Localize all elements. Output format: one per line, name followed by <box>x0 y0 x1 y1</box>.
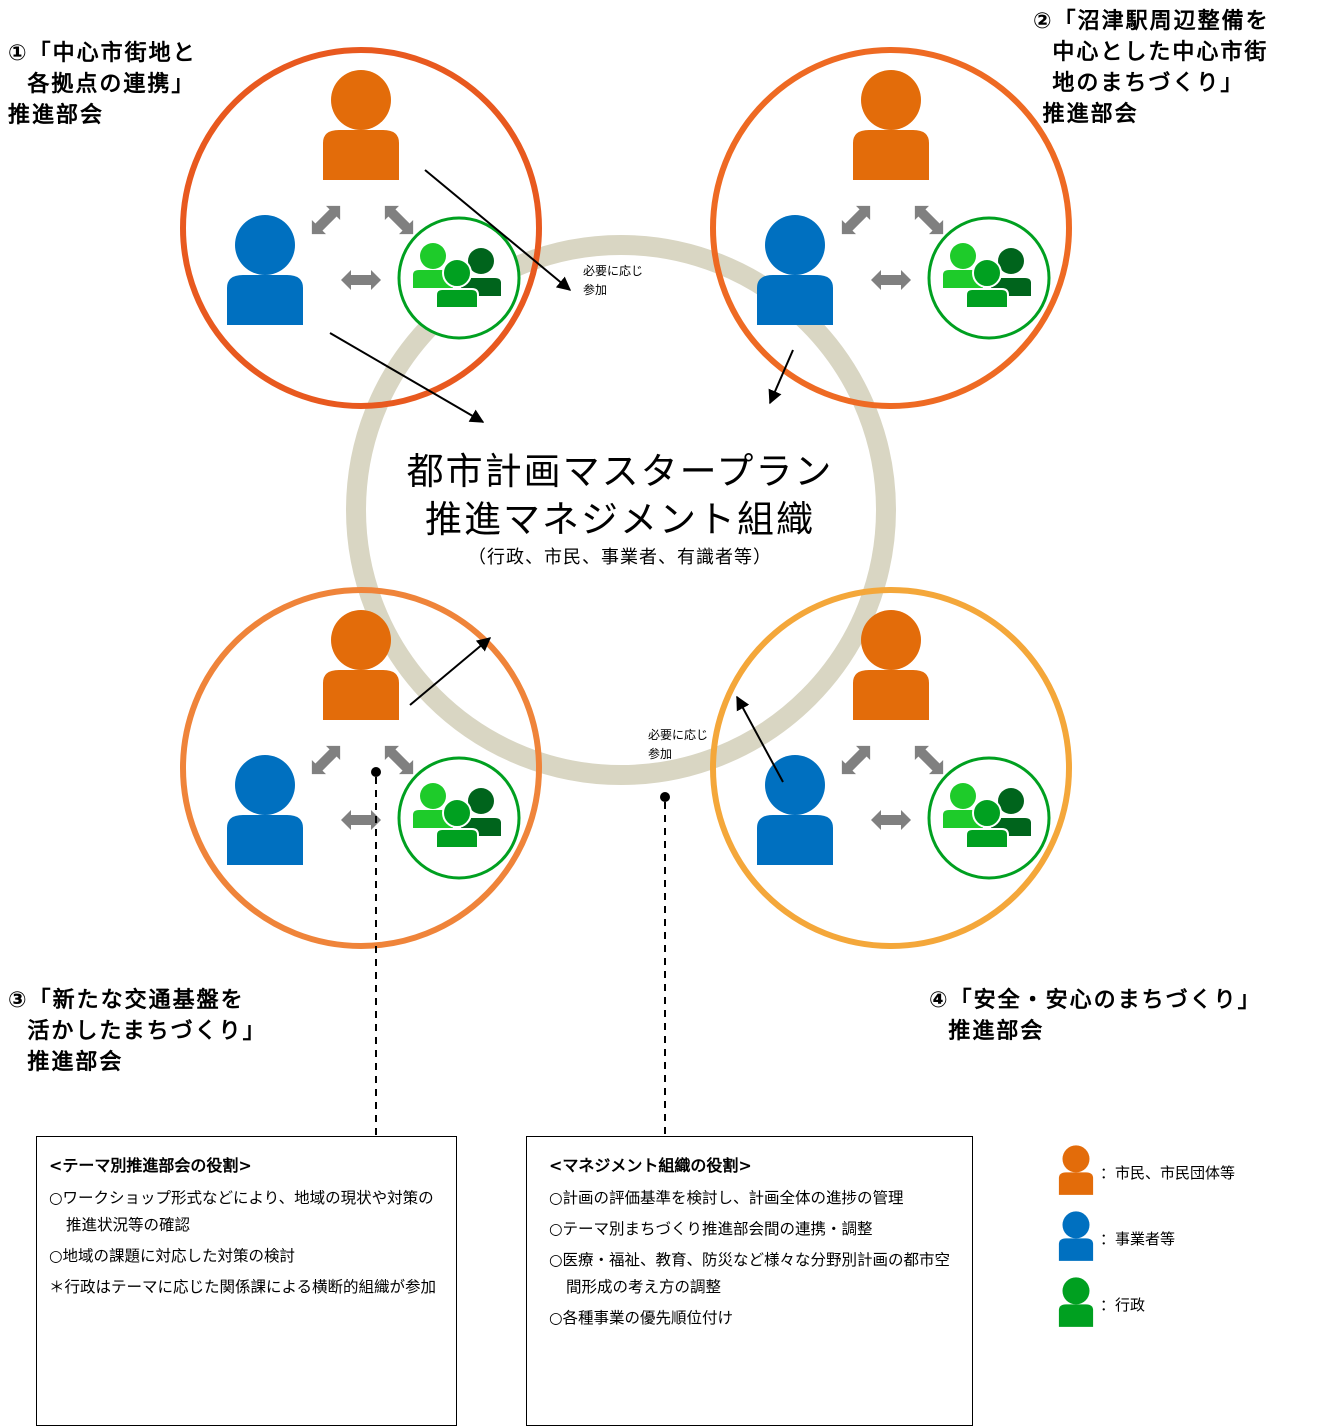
subcommittee-3-unit <box>180 587 542 949</box>
center-members: （行政、市民、事業者、有識者等） <box>468 547 772 568</box>
legend-citizen-label: ：市民、市民団体等 <box>1100 1164 1236 1182</box>
double-arrow-icon <box>914 205 944 235</box>
note-participation-top: 必要に応じ 参加 <box>583 264 644 297</box>
subcommittee-3-circle <box>180 587 542 949</box>
management-box-item: ○テーマ別まちづくり推進部会間の連携・調整 <box>549 1220 873 1238</box>
management-box-item: ○計画の評価基準を検討し、計画全体の進捗の管理 <box>549 1189 904 1207</box>
double-arrow-icon <box>311 745 341 775</box>
double-arrow-icon <box>311 205 341 235</box>
management-box-item: ○医療・福祉、教育、防災など様々な分野別計画の都市空間形成の考え方の調整 <box>549 1251 951 1296</box>
citizen-icon <box>323 70 399 180</box>
citizen-icon <box>323 610 399 720</box>
subcommittee-1-title: ①「中心市街地と 各拠点の連携」 推進部会 <box>8 41 197 128</box>
double-arrow-icon <box>871 810 911 830</box>
double-arrow-icon <box>841 745 871 775</box>
center-title-line1: 都市計画マスタープラン <box>406 450 834 493</box>
note-participation-bottom: 必要に応じ 参加 <box>648 728 709 761</box>
subcommittee-1-unit <box>180 47 542 409</box>
subcommittee-2-title: ②「沼津駅周辺整備を 中心とした中心市街 地のまちづくり」 推進部会 <box>1033 9 1270 127</box>
double-arrow-icon <box>341 810 381 830</box>
double-arrow-icon <box>384 745 414 775</box>
connector-dot-management <box>660 792 670 802</box>
double-arrow-icon <box>871 270 911 290</box>
theme-box-item: ○ワークショップ形式などにより、地域の現状や対策の推進状況等の確認 <box>49 1189 434 1234</box>
double-arrow-icon <box>841 205 871 235</box>
business-icon <box>757 215 833 325</box>
citizen-icon <box>853 70 929 180</box>
management-ring <box>346 235 896 785</box>
arrow-1-to-center-a <box>424 169 572 291</box>
arrow-1-to-center-b <box>329 332 485 423</box>
arrow-3-to-center <box>409 637 492 706</box>
theme-box-title: <テーマ別推進部会の役割> <box>49 1156 252 1175</box>
arrow-2-to-center <box>768 349 794 405</box>
citizen-icon <box>853 610 929 720</box>
legend-citizen-icon <box>1058 1145 1094 1195</box>
business-icon <box>227 755 303 865</box>
theme-box-item: ○地域の課題に対応した対策の検討 <box>49 1247 296 1265</box>
subcommittee-4-circle <box>710 587 1072 949</box>
subcommittee-3-title: ③「新たな交通基盤を 活かしたまちづくり」 推進部会 <box>8 988 267 1075</box>
subcommittee-2-unit <box>710 47 1072 409</box>
legend-business-icon <box>1058 1211 1094 1261</box>
legend-government-label: ：行政 <box>1100 1296 1146 1314</box>
double-arrow-icon <box>384 205 414 235</box>
double-arrow-icon <box>914 745 944 775</box>
arrow-4-to-center <box>736 695 784 783</box>
subcommittee-2-circle <box>710 47 1072 409</box>
subcommittee-4-unit <box>710 587 1072 949</box>
subcommittee-4-title: ④「安全・安心のまちづくり」 推進部会 <box>929 988 1262 1044</box>
theme-subcommittee-role-box: <テーマ別推進部会の役割> ○ワークショップ形式などにより、地域の現状や対策の推… <box>36 1136 457 1426</box>
connector-dot-theme <box>371 767 381 777</box>
theme-box-item: ＊行政はテーマに応じた関係課による横断的組織が参加 <box>49 1278 437 1296</box>
legend-business-label: ：事業者等 <box>1100 1230 1176 1248</box>
management-organization-label: 都市計画マスタープラン 推進マネジメント組織 （行政、市民、事業者、有識者等） <box>360 448 880 572</box>
business-icon <box>757 755 833 865</box>
double-arrow-icon <box>341 270 381 290</box>
subcommittee-1-circle <box>180 47 542 409</box>
business-icon <box>227 215 303 325</box>
management-box-title: <マネジメント組織の役割> <box>549 1156 752 1175</box>
management-role-box: <マネジメント組織の役割> ○計画の評価基準を検討し、計画全体の進捗の管理 ○テ… <box>526 1136 973 1426</box>
center-title-line2: 推進マネジメント組織 <box>425 498 815 541</box>
management-box-item: ○各種事業の優先順位付け <box>549 1309 734 1327</box>
legend-government-icon <box>1058 1277 1094 1327</box>
